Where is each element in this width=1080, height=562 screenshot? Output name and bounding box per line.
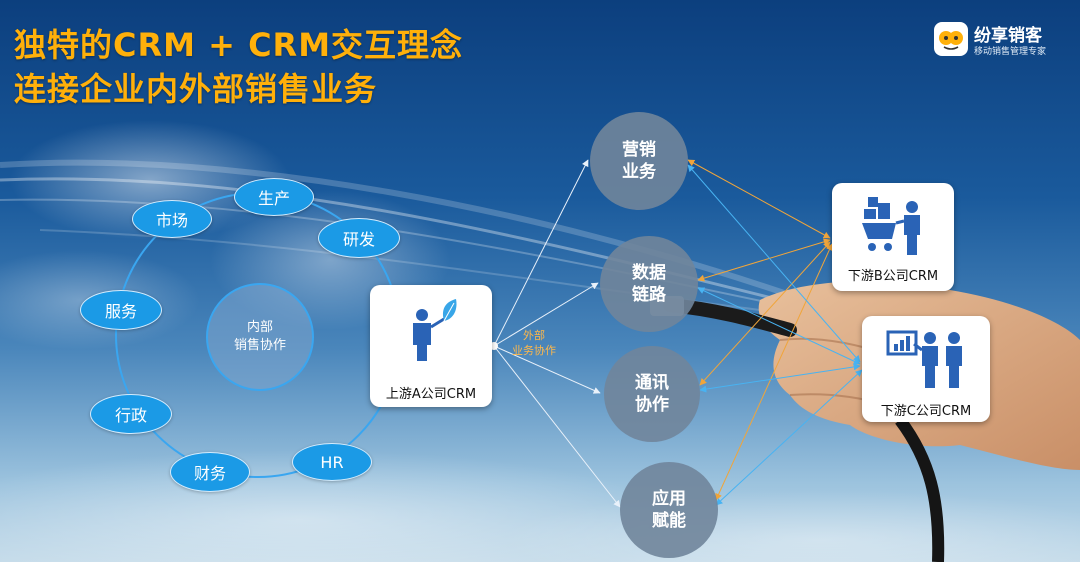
- downstream-c-crm-label: 下游C公司CRM: [880, 404, 972, 419]
- ring-node-admin: 行政: [90, 394, 172, 434]
- link-upstream-comm: [493, 345, 601, 394]
- link-upstream-app: [493, 345, 621, 508]
- hub-marketing: 营销 业务: [590, 112, 688, 210]
- link-data-b: [697, 238, 831, 282]
- downstream-b-crm-card: 下游B公司CRM: [832, 183, 954, 291]
- internal-collab-circle: 内部 销售协作: [206, 283, 314, 391]
- external-collab-label: 外部 业务协作: [512, 329, 556, 357]
- link-marketing-b: [687, 159, 831, 239]
- title-line-2: 连接企业内外部销售业务: [14, 70, 378, 108]
- hub-data-link-label: 数据 链路: [632, 263, 666, 305]
- hub-app-enable: 应用 赋能: [620, 462, 718, 558]
- ring-node-market: 市场: [132, 200, 212, 238]
- internal-collab-label: 内部 销售协作: [233, 320, 286, 353]
- ring-node-finance: 财务: [170, 452, 250, 492]
- title-line-1: 独特的CRM + CRM交互理念: [14, 26, 464, 64]
- hub-app-enable-label: 应用 赋能: [652, 489, 686, 531]
- downstream-b-crm-label: 下游B公司CRM: [847, 269, 939, 284]
- ring-node-hr: HR: [292, 443, 372, 481]
- brand-logo: [934, 22, 968, 56]
- link-upstream-data: [493, 282, 599, 347]
- hub-marketing-label: 营销 业务: [622, 140, 656, 182]
- person-with-leaf-icon: [413, 299, 457, 361]
- bee-icon: [939, 31, 963, 50]
- ring-node-service: 服务: [80, 290, 162, 330]
- downstream-c-crm-card: 下游C公司CRM: [862, 316, 990, 422]
- upstream-crm-label: 上游A公司CRM: [385, 387, 477, 402]
- link-comm-c: [699, 363, 861, 393]
- brand-name: 纷享销客: [974, 26, 1042, 46]
- upstream-crm-card: 上游A公司CRM: [370, 285, 492, 407]
- brand-slogan: 移动销售管理专家: [974, 47, 1047, 57]
- link-app-b: [715, 243, 833, 501]
- shopping-cart-person-icon: [862, 197, 920, 255]
- presentation-people-icon: [886, 330, 962, 388]
- ring-node-production: 生产: [234, 178, 314, 216]
- hub-data-link: 数据 链路: [600, 236, 698, 332]
- brand: 纷享销客 移动销售管理专家: [934, 20, 1074, 60]
- hub-communication-label: 通讯 协作: [635, 373, 669, 415]
- connector-dot: [490, 342, 498, 350]
- link-comm-b: [699, 241, 831, 386]
- link-app-c: [715, 369, 863, 506]
- link-upstream-marketing: [493, 159, 589, 347]
- ring-node-rnd: 研发: [318, 218, 400, 258]
- hub-communication: 通讯 协作: [604, 346, 700, 442]
- link-data-c: [697, 287, 861, 365]
